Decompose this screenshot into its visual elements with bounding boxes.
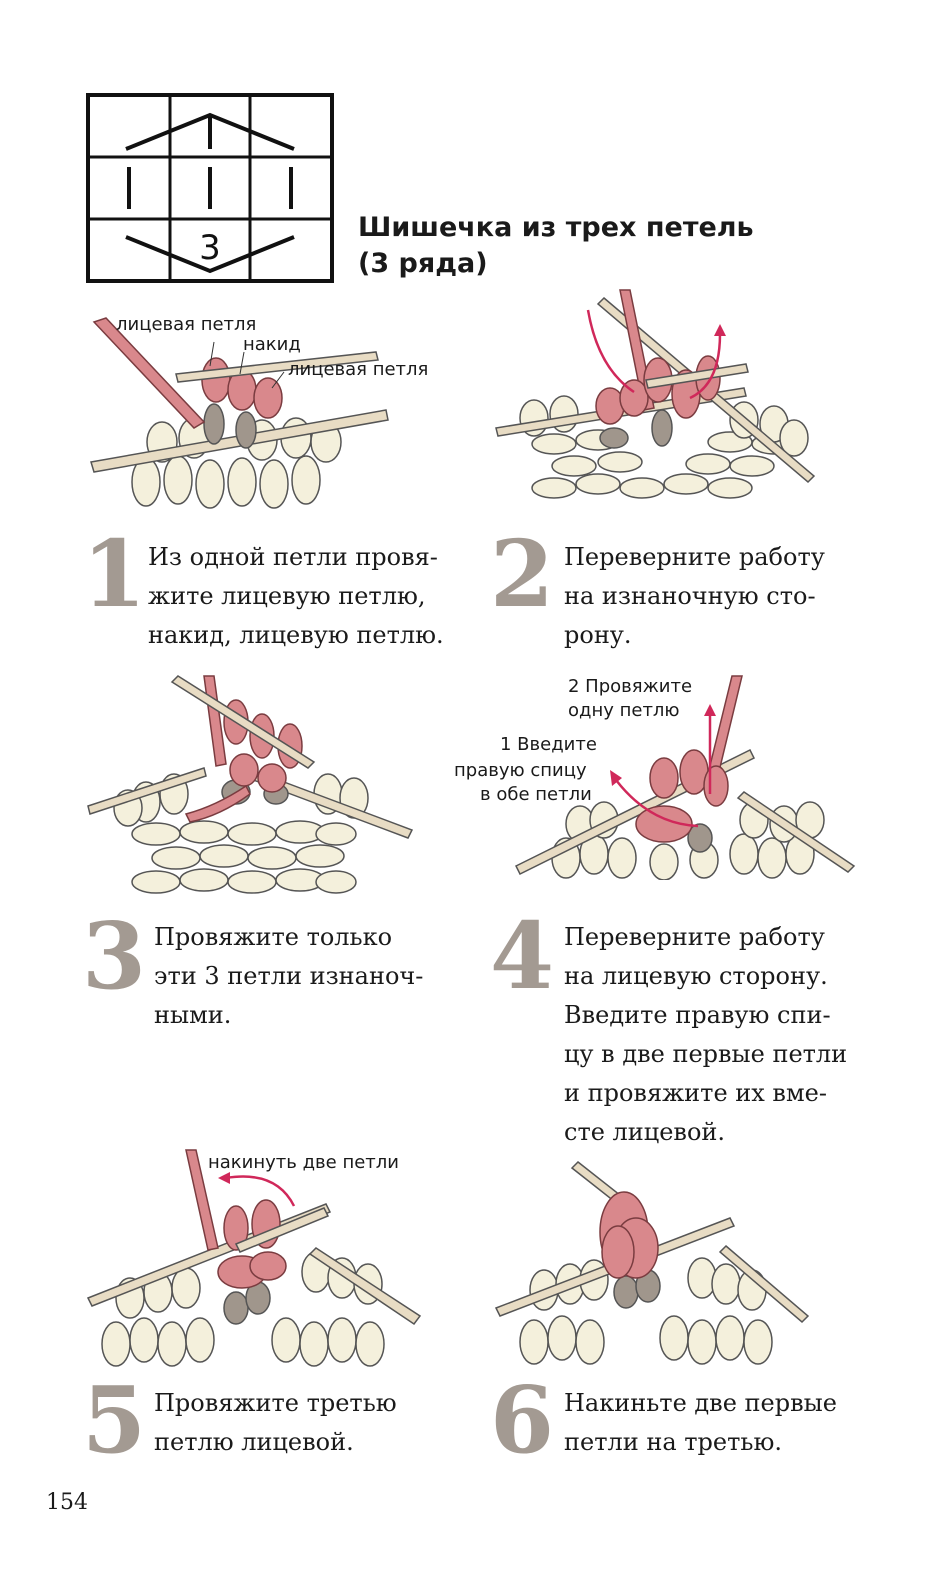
step5-illustration: накинуть две петли (86, 1148, 422, 1370)
title-line-2: (3 ряда) (358, 248, 488, 279)
step1-number: 1 (82, 520, 147, 628)
step4-line-6: сте лицевой. (564, 1118, 726, 1146)
step5-line-1: Провяжите третью (154, 1389, 397, 1417)
bobble-chart-symbol: 3 (86, 93, 334, 283)
step1-line-1: Из одной петли провя- (148, 543, 438, 571)
label-step4-knit-one-2: одну петлю (568, 700, 680, 721)
label-yarn-over: накид (243, 334, 301, 355)
step4-line-4: цу в две первые петли (564, 1040, 848, 1068)
step4-line-1: Переверните работу (564, 923, 825, 951)
label-knit-stitch-1: лицевая петля (116, 314, 257, 335)
step4-illustration: 2 Провяжите одну петлю 1 Введите правую … (454, 674, 859, 880)
step3-line-3: ными. (154, 1001, 232, 1029)
label-step4-insert-3: в обе петли (480, 784, 592, 805)
step4-line-2: на лицевую сторону. (564, 962, 828, 990)
page-title: Шишечка из трех петель (3 ряда) (358, 210, 778, 282)
step5-number: 5 (82, 1366, 147, 1474)
step6-line-2: петли на третью. (564, 1428, 782, 1456)
step2-line-1: Переверните работу (564, 543, 825, 571)
step1-text: Из одной петли провя- жите лицевую петлю… (148, 538, 444, 655)
step6-number: 6 (490, 1366, 555, 1474)
step3-line-2: эти 3 петли изнаноч- (154, 962, 424, 990)
step2-illustration (494, 288, 824, 523)
step6-line-1: Накиньте две первые (564, 1389, 837, 1417)
step2-number: 2 (490, 520, 555, 628)
step2-line-2: на изнаночную сто- (564, 582, 816, 610)
label-step4-insert-2: правую спицу (454, 760, 587, 781)
step4-line-3: Введите правую спи- (564, 1001, 831, 1029)
step2-line-3: рону. (564, 621, 632, 649)
step1-line-2: жите лицевую петлю, (148, 582, 426, 610)
step4-number: 4 (490, 902, 555, 1010)
label-step4-knit-one-1: 2 Провяжите (568, 676, 693, 697)
label-knit-stitch-2: лицевая петля (288, 359, 429, 380)
label-step4-insert-1: 1 Введите (500, 734, 597, 755)
step6-illustration (494, 1156, 810, 1368)
page-number: 154 (46, 1490, 88, 1515)
step4-line-5: и провяжите их вме- (564, 1079, 827, 1107)
step1-illustration: лицевая петля накид лицевая петля (86, 312, 446, 522)
title-line-1: Шишечка из трех петель (358, 212, 754, 243)
step5-text: Провяжите третью петлю лицевой. (154, 1384, 397, 1462)
step3-number: 3 (82, 902, 147, 1010)
step3-text: Провяжите только эти 3 петли изнаноч- ны… (154, 918, 423, 1035)
step1-line-3: накид, лицевую петлю. (148, 621, 444, 649)
step6-text: Накиньте две первые петли на третью. (564, 1384, 837, 1462)
step3-illustration (86, 674, 416, 902)
step2-text: Переверните работу на изнаночную сто- ро… (564, 538, 825, 655)
step5-line-2: петлю лицевой. (154, 1428, 354, 1456)
label-lift-two-stitches: накинуть две петли (208, 1152, 399, 1173)
chart-number: 3 (199, 228, 221, 268)
step4-text: Переверните работу на лицевую сторону. В… (564, 918, 847, 1152)
step3-line-1: Провяжите только (154, 923, 393, 951)
